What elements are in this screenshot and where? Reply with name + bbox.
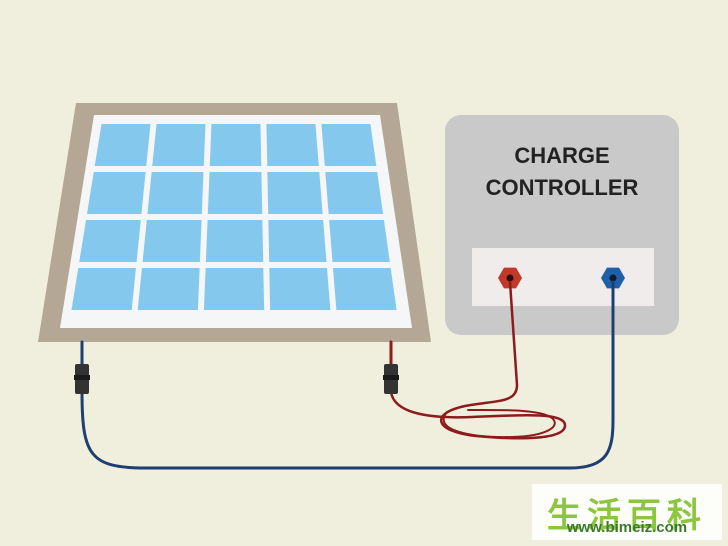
solar-cell (71, 268, 136, 310)
solar-cell (137, 268, 200, 310)
solar-cell (267, 172, 323, 214)
solar-cell (142, 220, 202, 262)
negative-terminal[interactable] (601, 267, 625, 289)
positive-wire-coil-loop (442, 408, 556, 439)
solar-cell (321, 124, 377, 166)
controller-label-line2: CONTROLLER (486, 175, 639, 200)
solar-cell (209, 124, 262, 166)
solar-cell (325, 172, 384, 214)
negative-terminal-post (609, 274, 617, 282)
solar-cell (86, 172, 146, 214)
solar-cell (203, 268, 265, 310)
positive-terminal-post (506, 274, 514, 282)
positive-connector[interactable] (383, 364, 399, 394)
solar-cell (332, 268, 397, 310)
charge-controller: CHARGE CONTROLLER (445, 115, 679, 335)
negative-wire (80, 280, 615, 470)
solar-cell (207, 172, 263, 214)
solar-cell (152, 124, 206, 166)
watermark-characters: 生活百科 (547, 496, 707, 536)
solar-cell (268, 220, 327, 262)
solar-cell (79, 220, 141, 262)
positive-terminal[interactable] (498, 267, 522, 289)
negative-connector[interactable] (74, 364, 90, 394)
solar-cell-grid (71, 124, 397, 310)
positive-connector-band (383, 375, 399, 380)
watermark: 生活百科 www.bimeiz.com (532, 484, 722, 540)
solar-cell (205, 220, 264, 262)
solar-cell (266, 124, 319, 166)
solar-cell (147, 172, 204, 214)
negative-connector-band (74, 375, 90, 380)
solar-cell (269, 268, 331, 310)
controller-label-line1: CHARGE (514, 143, 609, 168)
wiring (80, 280, 615, 470)
solar-cell (329, 220, 390, 262)
solar-panel (38, 103, 431, 342)
solar-cell (94, 124, 151, 166)
watermark-url: www.bimeiz.com (566, 519, 688, 536)
positive-wire-coil (389, 280, 567, 440)
